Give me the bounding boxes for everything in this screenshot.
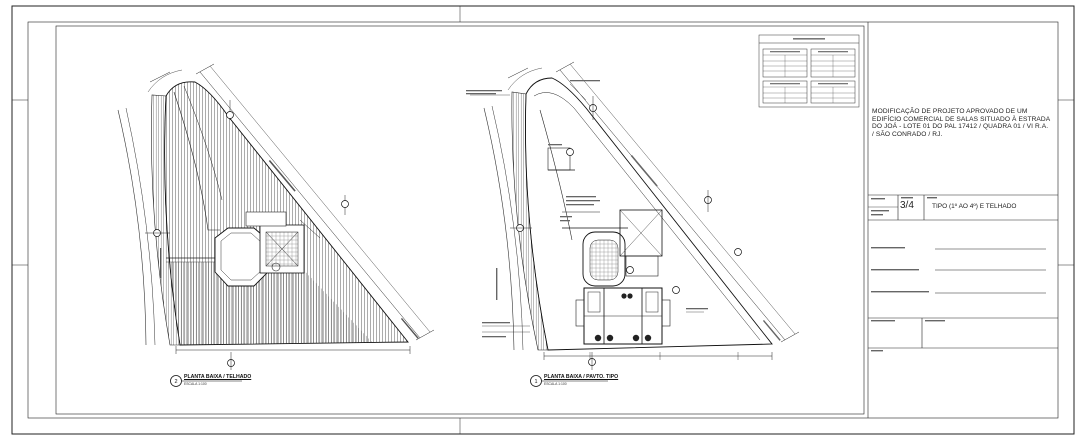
title-block <box>867 22 1058 418</box>
typical-floor-plan <box>466 61 800 370</box>
area-table <box>758 34 860 108</box>
roof-plan-number: 2 <box>174 379 177 385</box>
roof-plan-scale: ESCALA 1:100 <box>184 382 207 386</box>
title-block-tiny-labels <box>871 197 945 352</box>
typical-floor-number: 1 <box>534 379 537 385</box>
roof-plan-title: PLANTA BAIXA / TELHADO <box>184 374 252 380</box>
area-table-text-marks <box>770 38 848 85</box>
sheet-number: 3/4 <box>900 200 914 211</box>
roof-plan-caption: 2 <box>170 375 242 387</box>
sheet-description: TIPO (1º AO 4º) E TELHADO <box>932 203 1017 210</box>
typical-floor-title: PLANTA BAIXA / PAVTO. TIPO <box>544 374 619 380</box>
project-title: MODIFICAÇÃO DE PROJETO APROVADO DE UM ED… <box>872 108 1050 138</box>
roof-plan <box>117 63 435 370</box>
typical-floor-caption: 1 <box>530 375 608 387</box>
typical-floor-scale: ESCALA 1:100 <box>544 382 567 386</box>
